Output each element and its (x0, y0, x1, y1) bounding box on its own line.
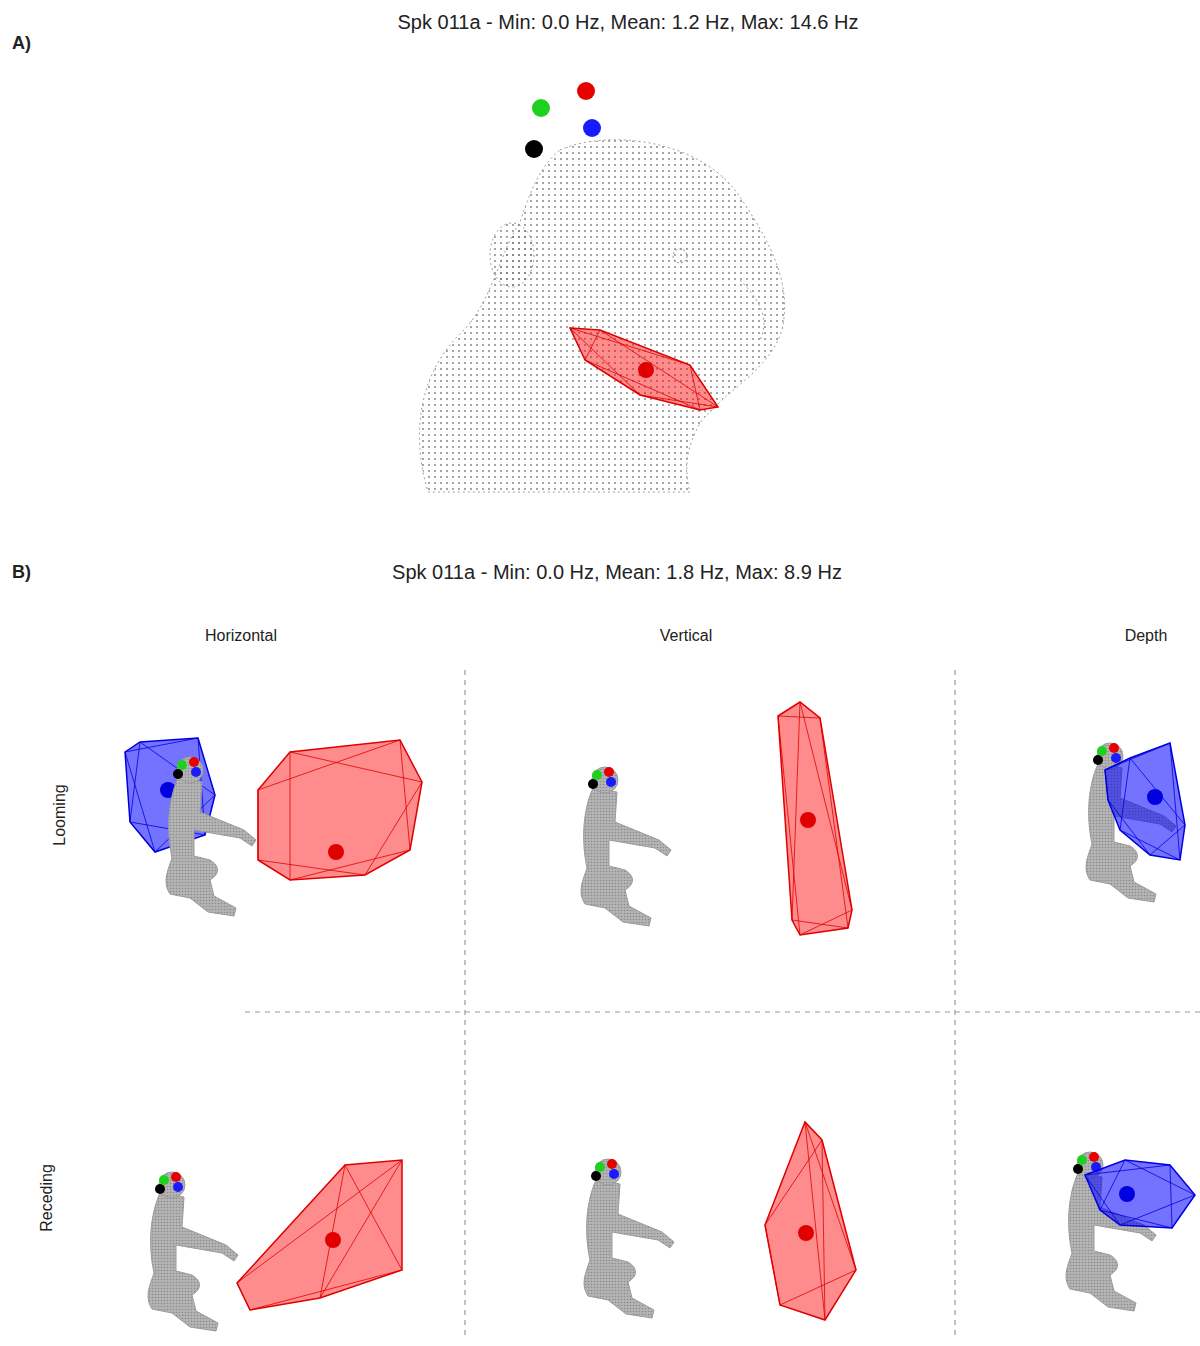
field-blue (1085, 1160, 1195, 1228)
row-header: Receding (37, 1164, 56, 1232)
panel-letter: A) (12, 33, 31, 55)
field-red (258, 740, 422, 880)
field-blue (1105, 743, 1185, 860)
panel-letter: B) (12, 562, 31, 584)
field-red (778, 702, 852, 935)
row-header: Looming (50, 784, 69, 845)
field-red (765, 1122, 856, 1320)
column-header: Depth (1125, 626, 1168, 645)
monkey-bust (419, 140, 784, 492)
column-header: Horizontal (205, 626, 277, 645)
monkey-figure (584, 1159, 674, 1318)
monkey-figure (166, 757, 256, 916)
field-red (237, 1160, 402, 1310)
panel-title: Spk 011a - Min: 0.0 Hz, Mean: 1.2 Hz, Ma… (398, 10, 859, 34)
panel-title: Spk 011a - Min: 0.0 Hz, Mean: 1.8 Hz, Ma… (392, 560, 842, 584)
marker-dots (525, 82, 601, 158)
receptive-field (570, 328, 718, 410)
monkey-figure (148, 1172, 238, 1331)
monkey-figure (581, 767, 671, 926)
column-header: Vertical (660, 626, 712, 645)
